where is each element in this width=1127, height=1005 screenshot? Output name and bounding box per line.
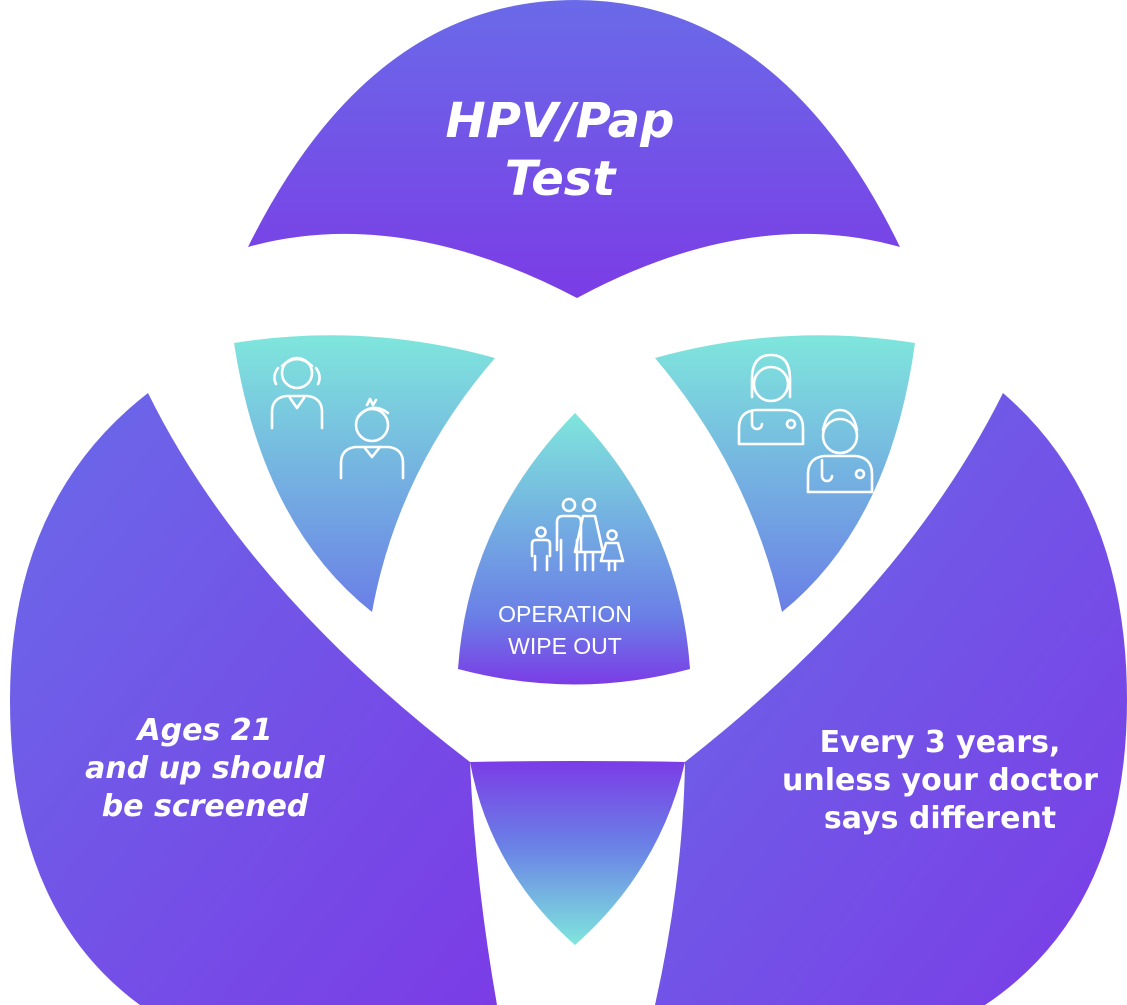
left-circle-segment — [10, 393, 497, 1005]
doctors-icon — [737, 353, 874, 494]
family-icon — [530, 497, 625, 572]
top-label-line-1: HPV/Pap — [445, 93, 675, 149]
right-circle-segment — [655, 393, 1127, 1005]
center-label: OPERATION WIPE OUT — [470, 598, 660, 662]
center-label-line-2: WIPE OUT — [508, 633, 622, 659]
left-label-line-2: and up should — [85, 751, 325, 786]
top-right-overlap — [655, 335, 915, 612]
bottom-overlap — [470, 761, 685, 945]
left-circle-label: Ages 21 and up should be screened — [40, 712, 370, 826]
left-label-line-3: be screened — [101, 789, 309, 824]
left-label-line-1: Ages 21 — [137, 713, 273, 748]
right-label-line-1: Every 3 years, — [819, 725, 1061, 760]
right-label-line-2: unless your doctor — [782, 763, 1098, 798]
top-label-line-2: Test — [504, 151, 616, 207]
center-overlap — [458, 413, 690, 685]
top-circle-segment — [248, 0, 900, 298]
right-circle-label: Every 3 years, unless your doctor says d… — [760, 724, 1120, 838]
right-label-line-3: says different — [823, 801, 1057, 836]
center-label-line-1: OPERATION — [498, 601, 632, 627]
top-circle-label: HPV/Pap Test — [380, 92, 740, 208]
children-icon — [270, 356, 405, 480]
